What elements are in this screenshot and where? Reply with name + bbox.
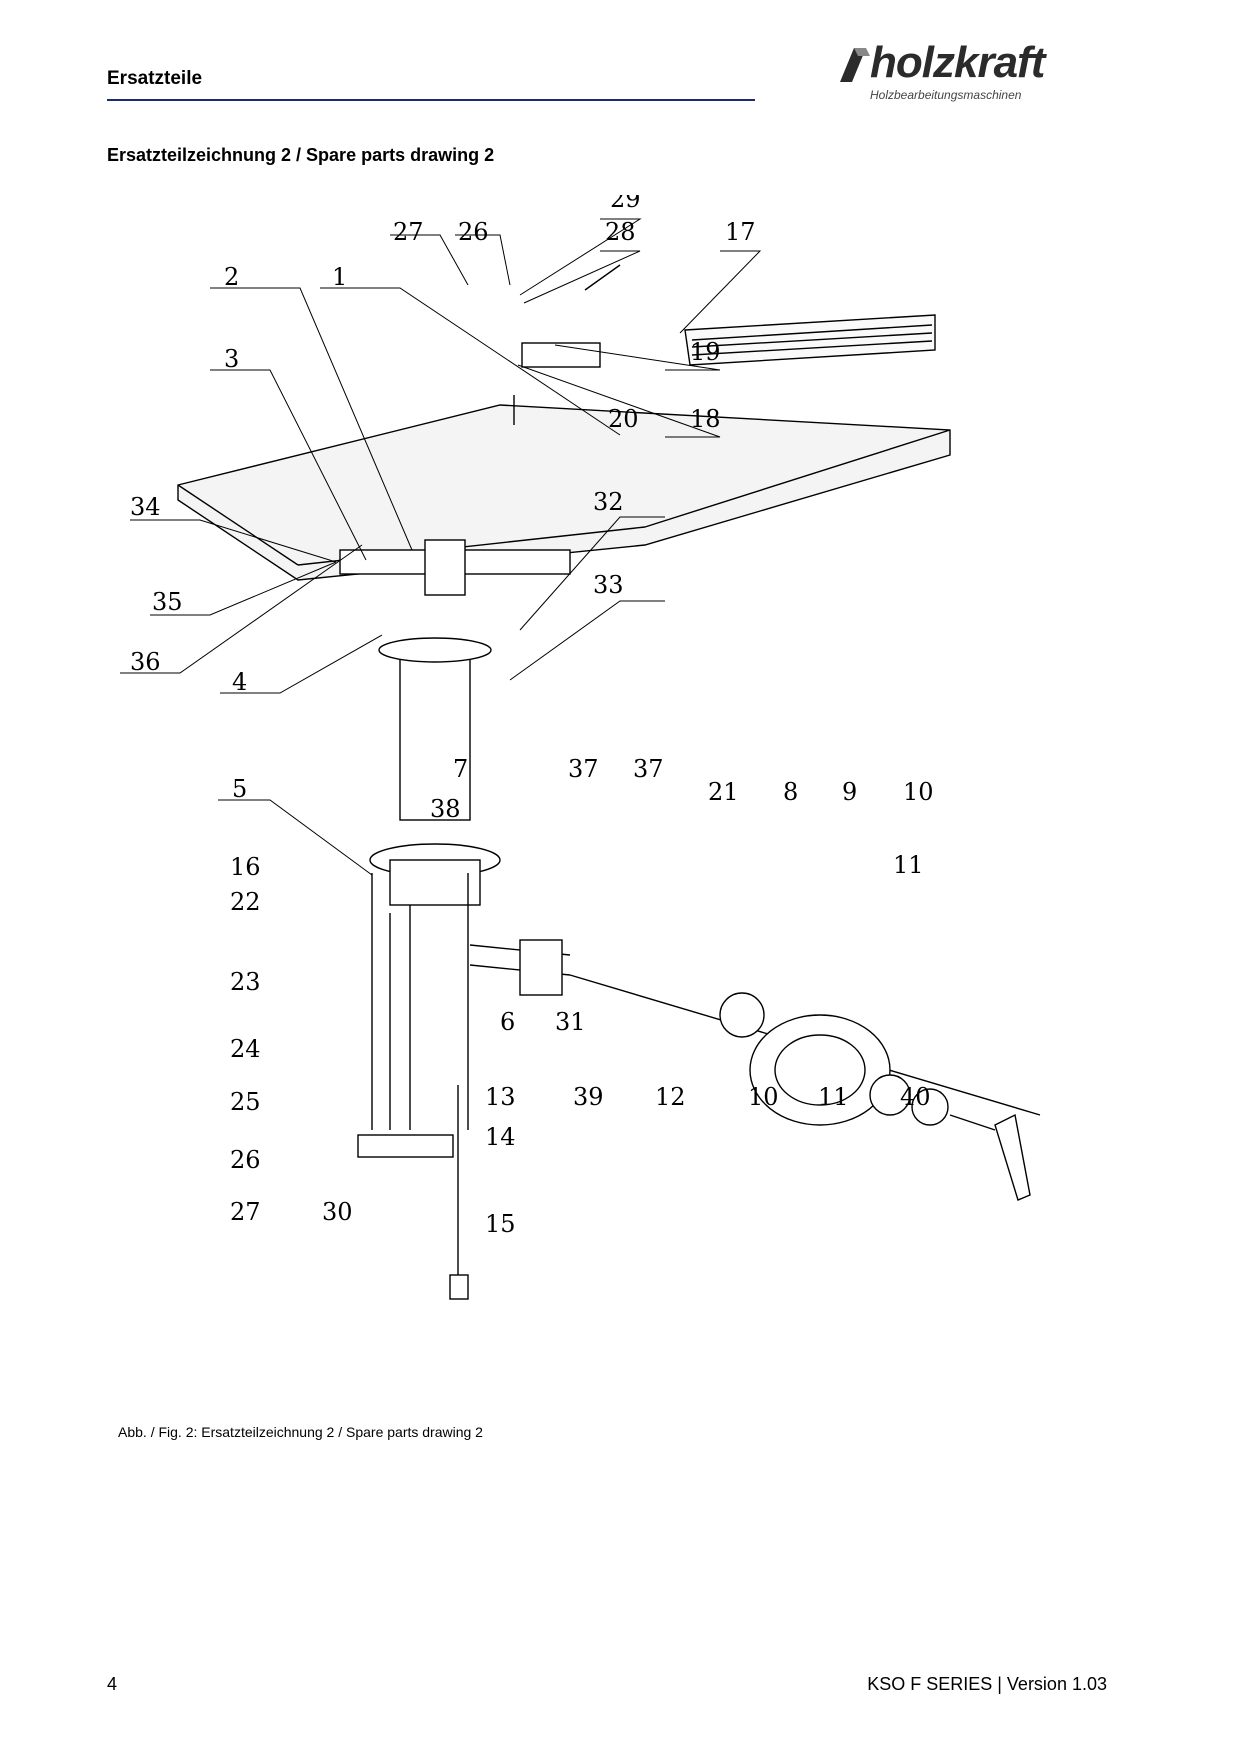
callout-1: 1 xyxy=(332,263,347,291)
callout-37b: 37 xyxy=(633,755,664,783)
page-number: 4 xyxy=(107,1674,118,1694)
callout-38: 38 xyxy=(430,795,461,823)
callout-24: 24 xyxy=(230,1035,261,1063)
callout-5: 5 xyxy=(232,775,247,803)
callout-26b: 26 xyxy=(230,1146,261,1174)
holzkraft-logo: holzkraft Holzbearbeitungsmaschinen xyxy=(836,38,1114,102)
callout-3: 3 xyxy=(224,345,239,373)
figure-caption: Abb. / Fig. 2: Ersatzteilzeichnung 2 / S… xyxy=(118,1424,483,1440)
callout-23: 23 xyxy=(230,968,261,996)
callout-2: 2 xyxy=(224,263,239,291)
callout-40: 40 xyxy=(900,1083,931,1111)
section-title: Ersatzteilzeichnung 2 / Spare parts draw… xyxy=(107,145,495,165)
logo-mark-icon xyxy=(840,48,870,82)
callout-21: 21 xyxy=(708,778,739,806)
callout-16: 16 xyxy=(230,853,261,881)
logo-subtitle: Holzbearbeitungsmaschinen xyxy=(870,88,1022,102)
callout-10a: 10 xyxy=(903,778,934,806)
callout-35: 35 xyxy=(152,588,183,616)
callout-31: 31 xyxy=(555,1008,586,1036)
callout-20: 20 xyxy=(608,405,639,433)
callout-17: 17 xyxy=(725,218,756,246)
callout-34: 34 xyxy=(130,493,161,521)
document-reference: KSO F SERIES | Version 1.03 xyxy=(867,1674,1107,1694)
callout-11a: 11 xyxy=(893,851,924,879)
header-title: Ersatzteile xyxy=(107,68,203,89)
callout-4: 4 xyxy=(232,668,247,696)
callout-30: 30 xyxy=(322,1198,353,1226)
callout-14: 14 xyxy=(485,1123,516,1151)
callout-37a: 37 xyxy=(568,755,599,783)
callout-32: 32 xyxy=(593,488,624,516)
callout-10b: 10 xyxy=(748,1083,779,1111)
callout-25: 25 xyxy=(230,1088,261,1116)
callout-27b: 27 xyxy=(230,1198,261,1226)
callout-36: 36 xyxy=(130,648,161,676)
spare-parts-drawing: 1 2 3 4 5 7 37 37 38 21 8 9 10 11 16 22 … xyxy=(120,195,1041,1300)
callout-13: 13 xyxy=(485,1083,516,1111)
callout-29: 29 xyxy=(610,195,641,213)
header-rule xyxy=(107,99,755,101)
callout-7: 7 xyxy=(453,755,468,783)
callout-27a: 27 xyxy=(393,218,424,246)
callout-9: 9 xyxy=(842,778,857,806)
callout-18: 18 xyxy=(690,405,721,433)
callout-28: 28 xyxy=(605,218,636,246)
callout-22: 22 xyxy=(230,888,261,916)
callout-6: 6 xyxy=(500,1008,515,1036)
callout-39: 39 xyxy=(573,1083,604,1111)
callout-8: 8 xyxy=(783,778,798,806)
callout-11b: 11 xyxy=(818,1083,849,1111)
callout-26a: 26 xyxy=(458,218,489,246)
callout-15: 15 xyxy=(485,1210,516,1238)
logo-wordmark: holzkraft xyxy=(870,38,1045,87)
callout-12: 12 xyxy=(655,1083,686,1111)
callout-19: 19 xyxy=(690,338,721,366)
callout-33: 33 xyxy=(593,571,624,599)
